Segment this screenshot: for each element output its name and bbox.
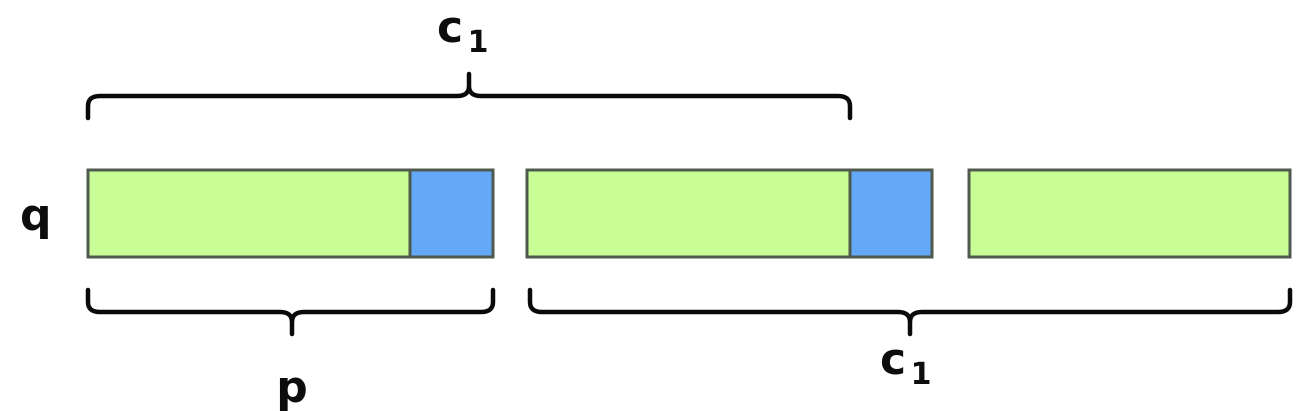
block-3-green-segment[interactable] xyxy=(967,168,1292,259)
block-1-green-segment[interactable] xyxy=(86,168,412,259)
brace-top-c1-label-subscript: 1 xyxy=(468,25,489,60)
block-1-blue-segment[interactable] xyxy=(408,168,495,259)
brace-bottom-c1-label: c 1 xyxy=(880,334,931,392)
brace-bottom-p-label: p xyxy=(276,362,308,411)
block-1 xyxy=(86,168,495,259)
brace-top-c1-label-base: c xyxy=(437,2,463,53)
block-3 xyxy=(967,168,1292,259)
brace-bottom-c1-label-base: c xyxy=(880,334,906,385)
brace-top-c1 xyxy=(85,71,853,121)
block-2 xyxy=(525,168,934,259)
brace-top-c1-label: c 1 xyxy=(437,2,488,60)
row-label-q: q xyxy=(20,190,52,241)
brace-bottom-c1 xyxy=(527,287,1293,337)
brace-bottom-p-label-base: p xyxy=(276,362,308,411)
brace-bottom-p xyxy=(85,287,496,337)
brace-bottom-c1-label-subscript: 1 xyxy=(911,357,932,392)
block-2-blue-segment[interactable] xyxy=(848,168,934,259)
block-2-green-segment[interactable] xyxy=(525,168,852,259)
